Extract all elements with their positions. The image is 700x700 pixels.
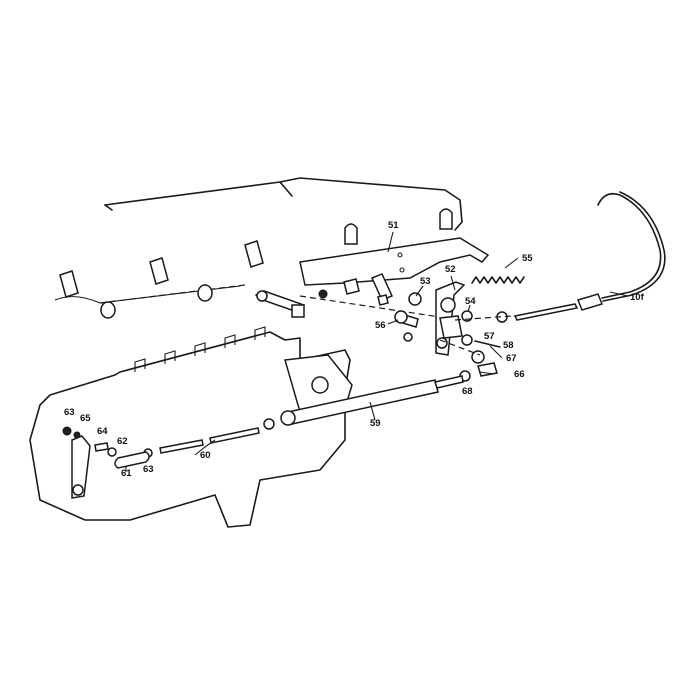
- callout-63: 63: [143, 464, 154, 475]
- callout-labels: 51 52 53 54 55 56 57 58 59 60 61 62 63 6…: [64, 220, 645, 479]
- engine-block: [29, 326, 353, 528]
- callout-54: 54: [465, 296, 476, 307]
- leader-lines: [125, 231, 629, 472]
- callout-10f: 10f: [630, 292, 645, 303]
- fasteners: [254, 278, 461, 321]
- callout-62: 62: [117, 436, 128, 447]
- rod-59: [263, 375, 464, 430]
- linkage-60: [62, 426, 260, 499]
- frame-plate: [54, 177, 463, 319]
- callout-67: 67: [506, 353, 517, 364]
- callout-64: 64: [97, 426, 108, 437]
- callout-58: 58: [503, 340, 514, 351]
- cable-10f: [513, 191, 666, 321]
- callout-57: 57: [484, 331, 495, 342]
- bracket-52: [394, 281, 466, 356]
- callout-53: 53: [420, 276, 431, 287]
- callout-59: 59: [370, 418, 381, 429]
- callout-55: 55: [522, 253, 533, 264]
- callout-51: 51: [388, 220, 399, 231]
- callout-65: 65: [80, 413, 91, 424]
- callout-52: 52: [445, 264, 456, 275]
- callout-63: 63: [64, 407, 75, 418]
- callout-68: 68: [462, 386, 473, 397]
- bracket-51: [299, 237, 490, 301]
- callout-66: 66: [514, 369, 525, 380]
- callout-61: 61: [121, 468, 132, 479]
- spring-55: [471, 276, 525, 284]
- callout-60: 60: [200, 450, 211, 461]
- callout-56: 56: [375, 320, 386, 331]
